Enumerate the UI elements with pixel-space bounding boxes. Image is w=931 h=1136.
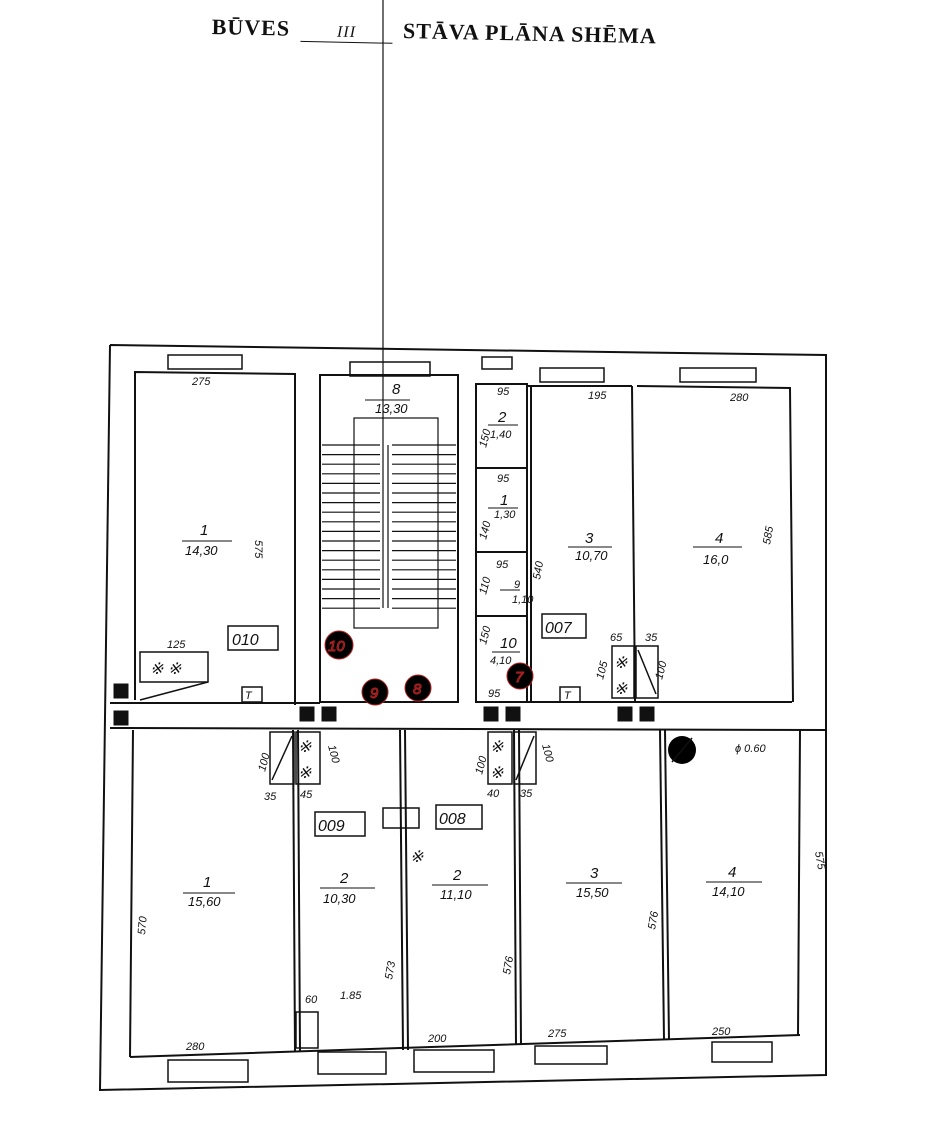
dimension: 95 (488, 688, 501, 700)
dimension: 45 (300, 789, 313, 801)
svg-text:※: ※ (614, 681, 628, 698)
room-number: 4 (728, 864, 736, 881)
dimension: 576 (501, 954, 516, 975)
svg-text:※: ※ (490, 739, 504, 756)
bottom-walls (109, 702, 827, 1058)
dimension: 1.85 (340, 990, 362, 1002)
stair-steps (322, 444, 456, 609)
room-number: 10 (500, 635, 517, 652)
circled-numbers: 10 9 8 7 (324, 630, 534, 706)
svg-text:※ ※: ※ ※ (150, 661, 182, 678)
svg-text:※: ※ (298, 739, 312, 756)
dimension: 140 (477, 519, 494, 541)
circled-number: 7 (515, 669, 524, 686)
dimension: 100 (256, 751, 273, 773)
room-number: 3 (585, 530, 594, 547)
room-area: 1,40 (490, 429, 512, 441)
dimension: 100 (325, 744, 342, 766)
room-number: 2 (452, 867, 462, 884)
dimension: 35 (645, 632, 658, 644)
room-area: 10,30 (323, 891, 356, 906)
apartment-code: 008 (439, 811, 466, 828)
bottom-room-labels: 1 15,60 570 280 2 10,30 100 35 45 100 60… (136, 743, 827, 1053)
dimension: 65 (610, 632, 623, 644)
dimension: 95 (497, 386, 510, 398)
apartment-code: 007 (545, 620, 573, 637)
dimension: 280 (729, 392, 749, 404)
room-number: 2 (339, 870, 349, 887)
dimension: 35 (520, 788, 533, 800)
svg-text:※: ※ (614, 655, 628, 672)
dimension: 195 (588, 390, 607, 402)
room-area: 13,30 (375, 401, 408, 416)
dimension: 100 (473, 754, 490, 776)
dimension: 200 (427, 1033, 447, 1045)
dimension: 275 (547, 1028, 567, 1040)
svg-text:※: ※ (490, 765, 504, 782)
dimension: 150 (477, 624, 494, 646)
dimension: 573 (383, 959, 398, 980)
circled-number: 10 (328, 638, 345, 655)
room-area: 10,70 (575, 548, 608, 563)
dimension: 110 (477, 575, 493, 596)
fraction-lines (182, 399, 762, 894)
dimension: 60 (305, 994, 318, 1006)
room-area: 16,0 (703, 552, 729, 567)
room-number: 4 (715, 530, 723, 547)
outer-wall (98, 344, 827, 1092)
top-room-labels: 1 14,30 275 575 125 8 13,30 2 1,40 95 15… (167, 376, 776, 700)
dimension: 105 (594, 659, 611, 681)
dimension: 575 (252, 540, 264, 559)
top-walls (134, 370, 794, 705)
apartment-codes: 010 007 009 008 (227, 613, 587, 837)
room-number: 9 (514, 579, 520, 591)
room-area: 4,10 (490, 655, 512, 667)
room-number: 1 (200, 522, 208, 539)
dimension: 40 (487, 788, 500, 800)
circled-number: 9 (370, 685, 379, 702)
dimension: 576 (646, 909, 661, 930)
svg-text:※: ※ (410, 849, 424, 866)
room-area: 11,10 (440, 887, 472, 902)
dimension: 95 (496, 559, 509, 571)
dimension: 540 (531, 559, 546, 580)
dimension: 280 (185, 1041, 205, 1053)
room-area: 15,50 (576, 885, 609, 900)
svg-text:※: ※ (298, 765, 312, 782)
room-area: 15,60 (188, 894, 221, 909)
chimneys (139, 645, 696, 1049)
apartment-code: 010 (232, 632, 259, 649)
windows (167, 354, 773, 1083)
room-number: 2 (497, 409, 507, 426)
dimension: 275 (191, 376, 211, 388)
room-area: 14,10 (712, 884, 745, 899)
dimension: 100 (539, 743, 556, 765)
dimension: 95 (497, 473, 510, 485)
vent-squares (113, 683, 655, 726)
dimension: 570 (136, 915, 150, 935)
room-area: 1,30 (494, 509, 516, 521)
dimension: 250 (711, 1026, 731, 1038)
apartment-code: 009 (318, 818, 345, 835)
room-number: 1 (500, 492, 508, 509)
dimension: 35 (264, 791, 277, 803)
dimension: 150 (477, 427, 494, 449)
dimension: 585 (761, 524, 776, 545)
room-number: 8 (392, 381, 401, 398)
dimension: ϕ 0.60 (735, 743, 766, 755)
room-number: 3 (590, 865, 599, 882)
dimension: 575 (812, 850, 827, 871)
circled-number: 8 (413, 681, 422, 698)
room-area: 1,10 (512, 594, 534, 606)
mark-t-1: T (245, 690, 253, 702)
room-area: 14,30 (185, 543, 218, 558)
dimension: 125 (167, 639, 186, 651)
dimension: 100 (653, 659, 670, 681)
mark-t-2: T (564, 690, 572, 702)
staircase (353, 0, 439, 629)
chimney-marks: ※ ※ ※ ※ ※ ※ ※ ※ ※ T T (150, 655, 628, 866)
room-number: 1 (203, 874, 211, 891)
